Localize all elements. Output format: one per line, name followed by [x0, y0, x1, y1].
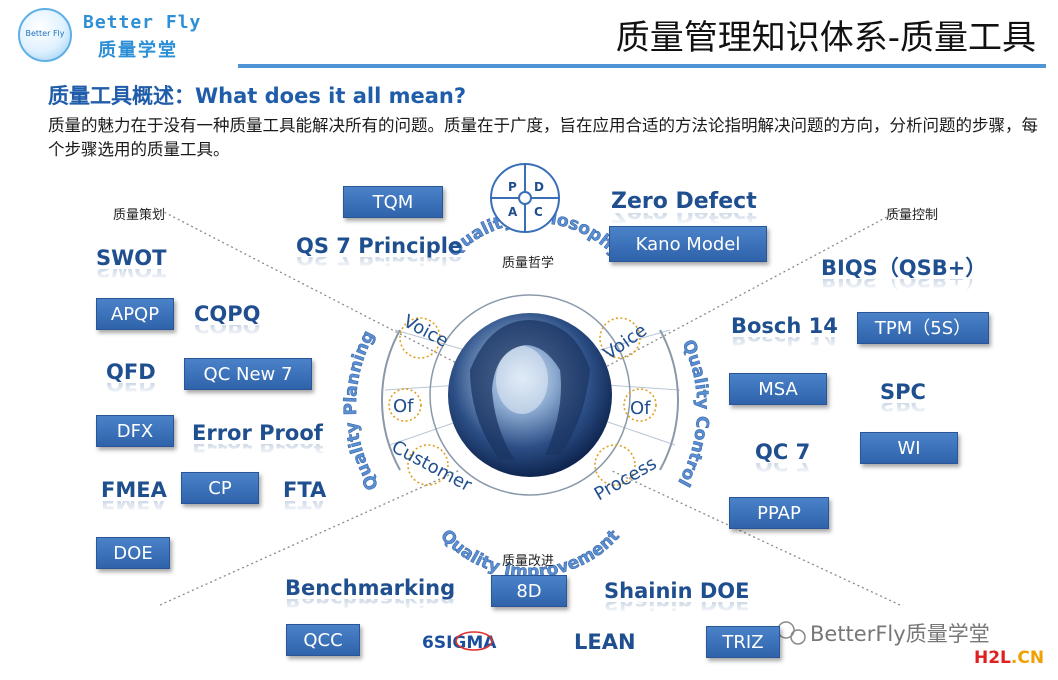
voc-of: Of	[393, 396, 414, 417]
box-dfx: DFX	[96, 415, 174, 447]
box-cp: CP	[181, 472, 259, 504]
six-sigma-logo: 6SIGMA	[422, 631, 497, 653]
pdca-p: P	[508, 180, 517, 194]
pdca-c: C	[534, 205, 543, 219]
svg-text:Quality Planning: Quality Planning	[341, 328, 383, 494]
diagonal-line-top-left	[159, 209, 471, 371]
logo-chinese: 质量学堂	[98, 40, 178, 61]
box-msa: MSA	[729, 373, 827, 405]
logo-circle-text: Better Fly	[25, 29, 65, 38]
svg-text:Quality Control: Quality Control	[673, 337, 712, 490]
box-qcc: QCC	[286, 624, 360, 656]
box-apqp: APQP	[96, 298, 174, 330]
box-tpm-5s: TPM（5S）	[857, 312, 989, 344]
box-doe: DOE	[96, 537, 170, 569]
box-8d: 8D	[491, 575, 567, 607]
label-lean: LEAN	[574, 630, 636, 654]
diagonal-line-top-right	[599, 209, 901, 371]
section-heading: 质量工具概述：What does it all mean?	[48, 84, 466, 108]
logo-circle: Better Fly	[18, 8, 72, 62]
intro-paragraph: 质量的魅力在于没有一种质量工具能解决所有的问题。质量在于广度，旨在应用合适的方法…	[48, 116, 1038, 159]
label-quality-improvement-cn: 质量改进	[502, 554, 555, 569]
label-quality-philosophy-cn: 质量哲学	[502, 256, 555, 271]
site-tag: H2L.CN	[974, 648, 1045, 668]
box-kano-model: Kano Model	[609, 226, 767, 262]
diagonal-line-bottom-right	[609, 469, 901, 606]
label-quality-control-cn: 质量控制	[886, 208, 939, 223]
label-quality-planning-cn: 质量策划	[113, 208, 166, 223]
box-wi: WI	[860, 432, 958, 464]
box-ppap: PPAP	[729, 497, 829, 529]
watermark: BetterFly质量学堂	[810, 622, 990, 646]
page-title: 质量管理知识体系-质量工具	[615, 18, 1036, 58]
label-zero-defect: Zero DefectZero Defect	[611, 189, 757, 226]
vop-of: Of	[630, 398, 651, 419]
pdca-a: A	[508, 205, 518, 219]
svg-text:6SIGMA: 6SIGMA	[422, 633, 497, 653]
box-qc-new-7: QC New 7	[184, 358, 312, 390]
pdca-circle: P D A C	[490, 163, 560, 233]
box-tqm: TQM	[343, 186, 443, 218]
quality-planning-label: Quality Planning	[341, 327, 384, 493]
voc-customer: Customer	[388, 437, 476, 497]
vop-voice: Voice	[600, 320, 651, 365]
quality-control-label: Quality Control	[673, 337, 712, 490]
logo-english: Better Fly	[83, 12, 202, 33]
header-rule	[238, 64, 1046, 68]
box-triz: TRIZ	[706, 626, 780, 658]
voc-voice: Voice	[400, 311, 452, 352]
label-biqs-qsb: BIQS（QSB+）BIQS（QSB+）	[821, 256, 987, 291]
pdca-d: D	[534, 180, 544, 194]
